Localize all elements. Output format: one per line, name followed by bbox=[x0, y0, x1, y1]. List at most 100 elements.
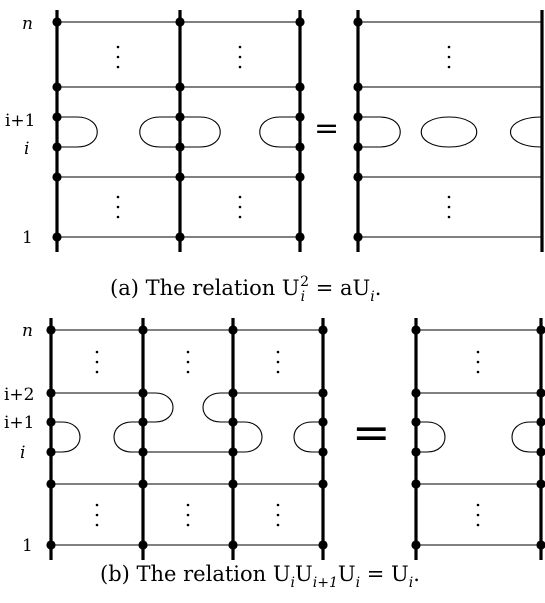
node-dot bbox=[138, 479, 148, 489]
caption-a: (a) The relation Ui2 = aUi. bbox=[110, 274, 381, 305]
ellipsis-dot bbox=[447, 55, 451, 59]
cup-cap-arc bbox=[259, 116, 300, 148]
node-dot bbox=[138, 447, 148, 457]
node-dot bbox=[228, 417, 238, 427]
cup-cap-arc bbox=[293, 421, 323, 453]
ellipsis-dot bbox=[476, 503, 480, 507]
equals-sign-b: = bbox=[352, 405, 391, 459]
node-dot bbox=[353, 172, 363, 182]
ellipsis-dot bbox=[276, 513, 280, 517]
node-dot bbox=[411, 388, 421, 398]
cup-cap-arc bbox=[416, 421, 446, 453]
ellipsis-dot bbox=[95, 523, 99, 527]
ellipsis-dot bbox=[476, 360, 480, 364]
caption-b: (b) The relation UiUi+1Ui = Ui. bbox=[100, 562, 420, 591]
ellipsis-dot bbox=[276, 370, 280, 374]
node-dot bbox=[353, 82, 363, 92]
node-dot bbox=[46, 388, 56, 398]
ellipsis-dot bbox=[116, 55, 120, 59]
ellipsis-dot bbox=[238, 45, 242, 49]
ellipsis-dot bbox=[186, 350, 190, 354]
node-dot bbox=[175, 112, 185, 122]
cup-cap-arc bbox=[233, 421, 263, 453]
ellipsis-dot bbox=[238, 195, 242, 199]
cup-cap-arc bbox=[510, 116, 543, 148]
ellipsis-dot bbox=[447, 215, 451, 219]
node-dot bbox=[295, 112, 305, 122]
node-dot bbox=[411, 540, 421, 550]
node-dot bbox=[318, 417, 328, 427]
label-a-i: i bbox=[24, 139, 29, 159]
node-dot bbox=[52, 142, 62, 152]
ellipsis-dot bbox=[95, 360, 99, 364]
node-dot bbox=[175, 232, 185, 242]
node-dot bbox=[228, 388, 238, 398]
ellipsis-dot bbox=[116, 65, 120, 69]
node-dot bbox=[175, 82, 185, 92]
node-dot bbox=[175, 172, 185, 182]
ellipsis-dot bbox=[186, 503, 190, 507]
node-dot bbox=[411, 447, 421, 457]
ellipsis-dot bbox=[95, 350, 99, 354]
label-a-i-plus-1: i+1 bbox=[5, 111, 36, 131]
label-a-1: 1 bbox=[22, 228, 33, 248]
ellipsis-dot bbox=[447, 205, 451, 209]
node-dot bbox=[46, 417, 56, 427]
node-dot bbox=[411, 417, 421, 427]
ellipsis-dot bbox=[116, 205, 120, 209]
ellipsis-dot bbox=[238, 55, 242, 59]
cup-cap-arc bbox=[143, 392, 174, 423]
label-b-i: i bbox=[20, 443, 25, 463]
node-dot bbox=[536, 479, 545, 489]
ellipsis-dot bbox=[276, 360, 280, 364]
ellipsis-dot bbox=[476, 513, 480, 517]
ellipsis-dot bbox=[186, 523, 190, 527]
ellipsis-dot bbox=[186, 513, 190, 517]
label-b-i-plus-2: i+2 bbox=[4, 385, 35, 405]
node-dot bbox=[295, 172, 305, 182]
cup-cap-arc bbox=[511, 421, 541, 453]
node-dot bbox=[318, 447, 328, 457]
node-dot bbox=[318, 388, 328, 398]
node-dot bbox=[228, 540, 238, 550]
ellipsis-dot bbox=[116, 45, 120, 49]
label-b-1: 1 bbox=[22, 536, 33, 556]
node-dot bbox=[46, 325, 56, 335]
node-dot bbox=[138, 325, 148, 335]
cup-cap-arc bbox=[202, 392, 233, 423]
node-dot bbox=[46, 447, 56, 457]
node-dot bbox=[353, 232, 363, 242]
label-b-i-plus-1: i+1 bbox=[4, 413, 35, 433]
node-dot bbox=[175, 142, 185, 152]
ellipsis-dot bbox=[238, 65, 242, 69]
cup-cap-arc bbox=[358, 116, 401, 148]
label-a-n: n bbox=[22, 14, 33, 34]
node-dot bbox=[228, 325, 238, 335]
label-b-n: n bbox=[22, 321, 33, 341]
node-dot bbox=[138, 417, 148, 427]
node-dot bbox=[295, 142, 305, 152]
ellipsis-dot bbox=[276, 503, 280, 507]
node-dot bbox=[228, 447, 238, 457]
equals-sign-a: = bbox=[314, 111, 339, 146]
ellipsis-dot bbox=[447, 45, 451, 49]
ellipsis-dot bbox=[238, 215, 242, 219]
node-dot bbox=[138, 540, 148, 550]
ellipsis-dot bbox=[95, 503, 99, 507]
cup-cap-arc bbox=[51, 421, 81, 453]
ellipsis-dot bbox=[476, 350, 480, 354]
node-dot bbox=[295, 232, 305, 242]
node-dot bbox=[536, 388, 545, 398]
node-dot bbox=[411, 325, 421, 335]
node-dot bbox=[52, 17, 62, 27]
cup-cap-arc bbox=[180, 116, 221, 148]
node-dot bbox=[353, 17, 363, 27]
node-dot bbox=[138, 388, 148, 398]
node-dot bbox=[536, 447, 545, 457]
node-dot bbox=[318, 479, 328, 489]
node-dot bbox=[411, 479, 421, 489]
node-dot bbox=[52, 82, 62, 92]
ellipsis-dot bbox=[238, 205, 242, 209]
node-dot bbox=[536, 417, 545, 427]
ellipsis-dot bbox=[95, 370, 99, 374]
